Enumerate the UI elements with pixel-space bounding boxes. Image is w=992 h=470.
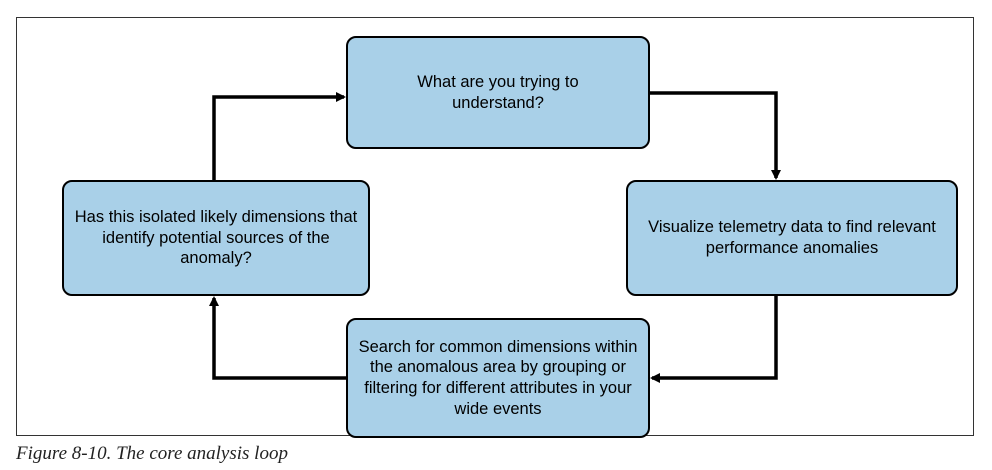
node-visualize-label: Visualize telemetry data to find relevan…: [648, 218, 936, 257]
node-search-label: Search for common dimensions within the …: [358, 337, 638, 418]
node-search: Search for common dimensions within the …: [346, 318, 650, 438]
node-understand-label: What are you trying to understand?: [417, 72, 579, 112]
node-isolated-label: Has this isolated likely dimensions that…: [74, 208, 358, 268]
edge-isolated-to-understand: [212, 92, 346, 180]
edge-visualize-to-search: [650, 296, 778, 383]
node-understand: What are you trying to understand?: [346, 36, 650, 149]
node-isolated: Has this isolated likely dimensions that…: [62, 180, 370, 296]
node-visualize: Visualize telemetry data to find relevan…: [626, 180, 958, 296]
edge-understand-to-visualize: [650, 91, 781, 180]
figure-caption: Figure 8-10. The core analysis loop: [16, 443, 288, 464]
edge-search-to-isolated: [209, 296, 346, 380]
